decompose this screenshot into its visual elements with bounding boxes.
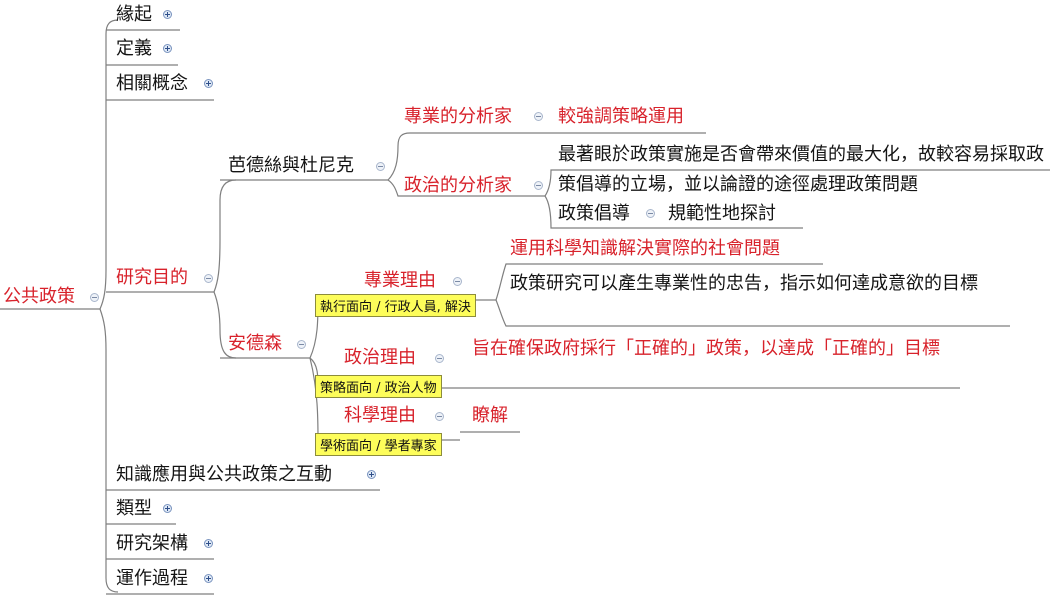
node-meltsner: 芭德絲與杜尼克 [228,155,354,176]
branch-purpose: 研究目的 [116,267,188,288]
branch-process: 運作過程 [116,568,188,589]
detail-technical-analyst: 較強調策略運用 [558,106,684,127]
detail-professional-2: 政策研究可以產生專業性的忠告，指示如何達成意欲的目標 [510,273,978,294]
tag-scientific: 學術面向 / 學者專家 [315,433,442,456]
branch-types: 類型 [116,498,152,519]
branch-framework: 研究架構 [116,533,188,554]
tag-professional: 執行面向 / 行政人員, 解決 [315,294,476,317]
collapse-icon[interactable] [297,340,306,349]
expand-icon[interactable] [204,79,213,88]
root-node: 公共政策 [3,286,75,307]
expand-icon[interactable] [367,470,376,479]
collapse-icon[interactable] [453,277,462,286]
node-political-reason: 政治理由 [344,347,416,368]
detail-policy-advocacy: 規範性地探討 [668,203,776,224]
branch-origin: 緣起 [116,4,152,25]
collapse-icon[interactable] [376,162,385,171]
node-technical-analyst: 專業的分析家 [404,106,512,127]
collapse-icon[interactable] [90,293,99,302]
collapse-icon[interactable] [435,354,444,363]
detail-political-reason: 旨在確保政府採行「正確的」政策，以達成「正確的」目標 [472,338,940,359]
expand-icon[interactable] [204,574,213,583]
tag-political: 策略面向 / 政治人物 [315,375,442,398]
node-scientific-reason: 科學理由 [344,405,416,426]
branch-interaction: 知識應用與公共政策之互動 [116,464,332,485]
expand-icon[interactable] [204,539,213,548]
expand-icon[interactable] [163,10,172,19]
collapse-icon[interactable] [204,274,213,283]
detail-scientific-reason: 瞭解 [472,405,508,426]
expand-icon[interactable] [163,44,172,53]
collapse-icon[interactable] [534,112,543,121]
branch-definition: 定義 [116,38,152,59]
node-political-analyst: 政治的分析家 [404,175,512,196]
node-anderson: 安德森 [228,333,282,354]
collapse-icon[interactable] [646,209,655,218]
node-policy-advocacy: 政策倡導 [558,203,630,224]
detail-professional-1: 運用科學知識解決實際的社會問題 [510,238,780,259]
node-professional-reason: 專業理由 [364,270,436,291]
expand-icon[interactable] [163,504,172,513]
collapse-icon[interactable] [534,181,543,190]
collapse-icon[interactable] [435,412,444,421]
detail-political-analyst: 最著眼於政策實施是否會帶來價值的最大化，故較容易採取政策倡導的立場，並以論證的途… [558,144,1044,195]
branch-concepts: 相關概念 [116,73,188,94]
